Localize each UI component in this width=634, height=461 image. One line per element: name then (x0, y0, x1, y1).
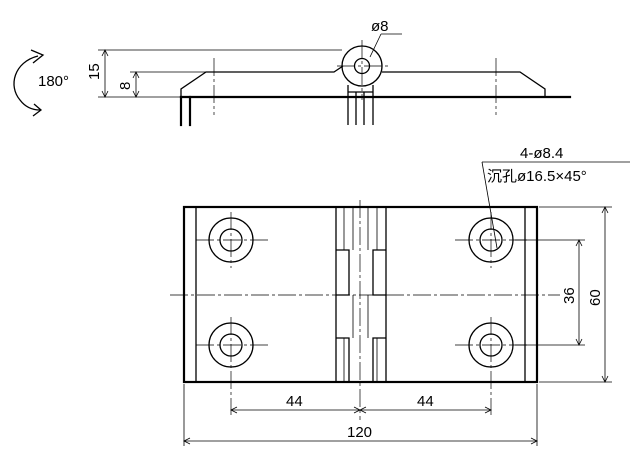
side-view (179, 33, 572, 127)
height-total-label: 15 (86, 63, 103, 80)
hole-note-count-diameter: 4-ø8.4 (520, 145, 563, 162)
hole-note-countersink: 沉孔ø16.5×45° (487, 168, 587, 185)
hole-bottom-right (468, 317, 514, 415)
hole-top-left (208, 212, 254, 268)
top-view (170, 200, 560, 420)
rotation-arrow-icon (13, 49, 45, 117)
total-height-label: 60 (587, 289, 604, 306)
hole-vertical-spacing-label: 36 (561, 287, 578, 304)
rotation-label: 180° (38, 73, 69, 90)
hole-bottom-left (208, 317, 254, 415)
total-width-label: 120 (347, 424, 372, 441)
hole-spacing-left-label: 44 (286, 393, 303, 410)
side-view-height-dimensions (98, 49, 342, 98)
pin-diameter-label: ø8 (371, 18, 389, 35)
hole-note-leader (481, 161, 630, 249)
hole-spacing-right-label: 44 (417, 393, 434, 410)
vertical-dimensions (515, 206, 612, 383)
height-leaf-label: 8 (117, 82, 134, 90)
horizontal-dimensions (183, 384, 538, 446)
hole-top-right (468, 212, 514, 268)
